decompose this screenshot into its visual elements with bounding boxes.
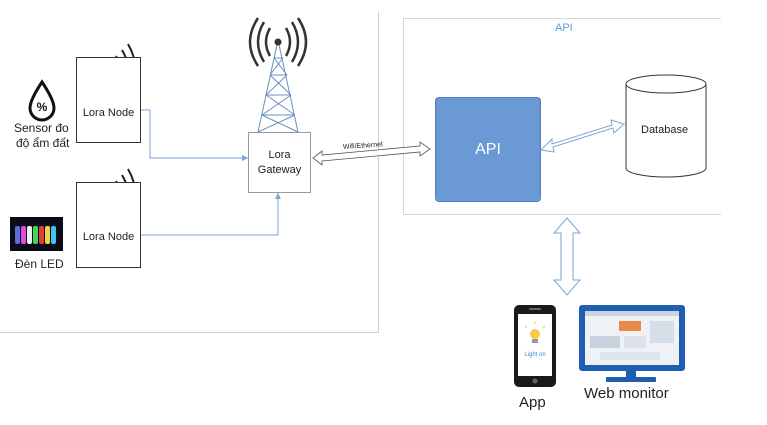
node2-gateway-connector: [140, 193, 279, 236]
app-screen-text: Light on: [524, 352, 546, 358]
phone-icon: [514, 305, 556, 387]
web-monitor-label: Web monitor: [584, 385, 669, 402]
sensor-percent-symbol: %: [36, 100, 48, 114]
gateway-label-line1: Lora: [268, 149, 291, 161]
led-icon: [10, 217, 63, 251]
sensor-label-line2: độ ẩm đất: [16, 136, 70, 150]
node1-gateway-connector: [140, 109, 248, 159]
sensor-label-line1: Sensor đo: [14, 121, 69, 135]
api-box: API: [435, 97, 541, 202]
api-box-label: API: [475, 140, 501, 158]
web-monitor-icon: [579, 305, 685, 382]
light-bulb-icon: [524, 321, 546, 343]
lora-node-2: Lora Node: [76, 182, 141, 268]
lora-tower: [257, 39, 299, 133]
gateway-label-line2: Gateway: [257, 164, 302, 176]
database-cylinder-icon: [625, 74, 707, 178]
app-label: App: [519, 394, 546, 411]
api-database-arrow: [539, 119, 625, 153]
lora-node-1-label: Lora Node: [82, 107, 135, 119]
database-label: Database: [641, 124, 689, 136]
wifi-ethernet-arrow: [312, 141, 431, 166]
lora-gateway: Lora Gateway: [248, 132, 311, 193]
left-region-right-border: [378, 12, 379, 333]
lora-node-2-label: Lora Node: [82, 231, 135, 243]
left-region-border: [0, 332, 379, 333]
api-region: [403, 18, 721, 215]
led-label: Đèn LED: [15, 257, 64, 271]
lora-node-1: Lora Node: [76, 57, 141, 143]
tower-signal-icon: [248, 17, 308, 67]
api-clients-arrow: [552, 217, 582, 296]
soil-moisture-drop-icon: [28, 79, 56, 122]
api-region-title: API: [555, 22, 573, 34]
